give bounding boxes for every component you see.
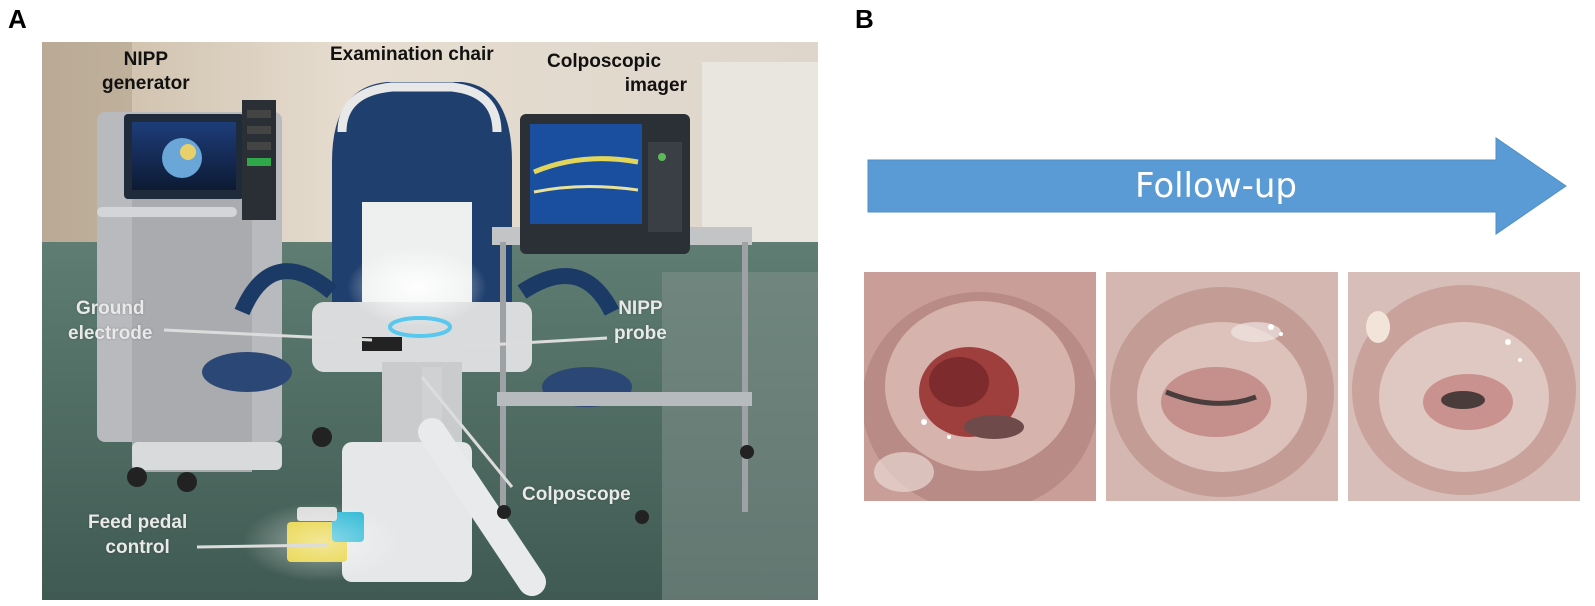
label-feed-pedal-control-line2: control bbox=[105, 537, 170, 558]
label-colposcopic-imager-line2: imager bbox=[624, 75, 687, 96]
arrow-shape bbox=[867, 137, 1567, 235]
panel-a-letter: A bbox=[8, 4, 27, 34]
label-ground-electrode-line2: electrode bbox=[68, 323, 153, 344]
follow-up-arrow: Follow-up bbox=[866, 136, 1568, 236]
label-feed-pedal-control: Feed pedal control bbox=[88, 510, 187, 560]
label-ground-electrode-line1: Ground bbox=[75, 298, 145, 319]
label-nipp-generator-line1: NIPP bbox=[123, 49, 168, 70]
colposcopy-image-follow-up-2 bbox=[1348, 272, 1580, 501]
label-examination-chair: Examination chair bbox=[330, 44, 494, 65]
label-feed-pedal-control-line1: Feed pedal bbox=[88, 512, 188, 533]
label-nipp-generator-line2: generator bbox=[102, 73, 190, 94]
label-nipp-generator: NIPP generator bbox=[102, 48, 190, 96]
label-colposcope: Colposcope bbox=[522, 484, 631, 505]
label-colposcopic-imager-line1: Colposcopic bbox=[547, 51, 662, 72]
colposcopy-image-baseline bbox=[864, 272, 1096, 501]
label-colposcopic-imager: Colposcopic imager bbox=[547, 50, 687, 98]
setup-photo-illustration bbox=[42, 42, 818, 600]
label-nipp-probe: NIPP probe bbox=[614, 296, 667, 346]
follow-up-label: Follow-up bbox=[1134, 166, 1298, 206]
treatment-setup-photo: NIPP generator Examination chair Colposc… bbox=[42, 42, 818, 600]
colposcopy-image-follow-up-1 bbox=[1106, 272, 1338, 501]
panel-b-letter: B bbox=[855, 4, 874, 34]
label-nipp-probe-line1: NIPP bbox=[618, 298, 663, 319]
label-nipp-probe-line2: probe bbox=[614, 323, 667, 344]
label-ground-electrode: Ground electrode bbox=[68, 296, 152, 346]
